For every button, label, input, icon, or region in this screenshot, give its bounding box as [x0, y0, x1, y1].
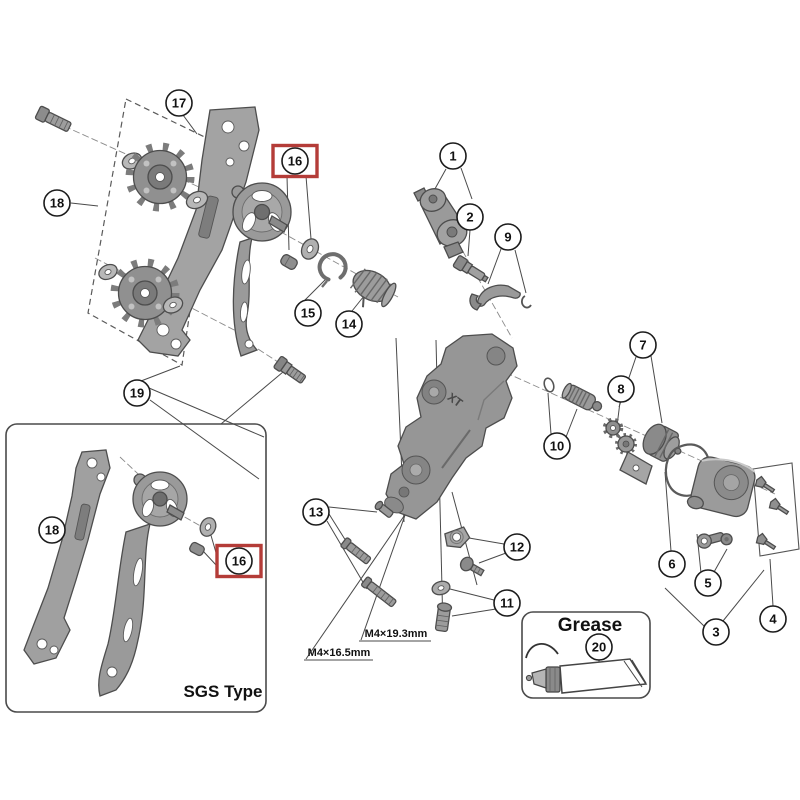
b-tension-lever — [469, 284, 532, 311]
cage-plate-bushing — [280, 254, 298, 270]
guide-plate-bolt — [459, 556, 485, 577]
stop-bolt — [452, 255, 489, 283]
adjust-washer — [431, 580, 451, 596]
screw-set-box — [752, 462, 800, 557]
ratchet-washer — [602, 417, 624, 439]
callout-circle-5 — [694, 569, 722, 597]
callout-number-14: 14 — [342, 317, 357, 332]
callout-circle-18 — [38, 516, 66, 544]
ratchet-pinion — [615, 433, 637, 455]
o-ring — [543, 377, 555, 393]
callout-circle-19 — [123, 379, 151, 407]
snap-ring — [317, 252, 348, 288]
callout-number-16: 16 — [232, 554, 246, 569]
callout-circle-6 — [658, 550, 686, 578]
spring-plunger — [561, 382, 603, 412]
sgs-type-inset-box — [5, 423, 267, 713]
callout-number-13: 13 — [309, 505, 323, 520]
sgs-plate-bushing — [189, 541, 205, 557]
grease-tube — [525, 643, 648, 694]
mount-bolt-mid — [340, 537, 372, 565]
case-gasket — [664, 443, 711, 497]
sgs-type-label: SGS Type — [183, 682, 262, 701]
derailleur-main-body: XT — [384, 333, 518, 520]
callout-number-9: 9 — [504, 230, 511, 245]
highlight-box-16 — [215, 543, 263, 579]
callout-circle-3 — [702, 618, 730, 646]
callout-number-5: 5 — [704, 576, 711, 591]
callout-circle-17 — [165, 89, 193, 117]
callout-circle-15 — [294, 299, 322, 327]
sgs-plate-washer — [199, 517, 217, 537]
callout-number-20: 20 — [592, 640, 606, 655]
callout-circle-20 — [585, 633, 613, 661]
tension-pulley — [110, 258, 180, 328]
callout-circle-10 — [543, 432, 571, 460]
cover-screw-2 — [768, 497, 790, 516]
motor-case-cover — [686, 456, 756, 518]
adjust-bolt — [434, 602, 453, 633]
callout-circle-11 — [493, 589, 521, 617]
sgs-outer-plate — [98, 471, 188, 697]
callout-circle-16 — [281, 147, 309, 175]
callout-circle-8 — [607, 375, 635, 403]
guide-pulley-washer-right — [185, 190, 209, 210]
callout-number-18: 18 — [45, 523, 59, 538]
callout-circle-14 — [335, 310, 363, 338]
callout-number-4: 4 — [769, 612, 777, 627]
guide-pulley — [125, 142, 195, 212]
callout-circle-12 — [503, 533, 531, 561]
callout-number-10: 10 — [550, 439, 564, 454]
tension-pulley-washer-right — [162, 296, 184, 314]
grease-box — [521, 611, 651, 699]
bolt-length-long-label: M4×19.3mm — [365, 628, 428, 640]
cage-tension-spring — [349, 268, 397, 308]
pulley-set-dashed-box — [87, 98, 216, 366]
bracket-axle-unit — [413, 187, 468, 259]
cable-guide-plate — [444, 526, 471, 549]
callout-number-2: 2 — [466, 210, 473, 225]
callout-number-15: 15 — [301, 306, 315, 321]
callout-circle-9 — [494, 223, 522, 251]
cage-plate-washer — [300, 238, 320, 260]
callout-number-19: 19 — [130, 386, 144, 401]
callout-circle-7 — [629, 331, 657, 359]
motor-unit — [642, 423, 682, 462]
sgs-inner-plate — [23, 449, 111, 665]
outer-cage-plate — [231, 182, 292, 357]
callout-number-8: 8 — [617, 382, 624, 397]
callout-number-7: 7 — [639, 338, 646, 353]
callout-number-18: 18 — [50, 196, 64, 211]
callout-number-17: 17 — [172, 96, 186, 111]
motor-bracket-plate — [619, 451, 653, 485]
callout-number-16: 16 — [288, 154, 302, 169]
callout-number-12: 12 — [510, 540, 524, 555]
mount-bolt-short — [374, 500, 394, 518]
callout-circle-18 — [43, 189, 71, 217]
callout-circle-16 — [225, 547, 253, 575]
cable-fixing-link — [696, 532, 733, 549]
callout-circle-1 — [439, 142, 467, 170]
callout-circle-13 — [302, 498, 330, 526]
cover-screw-1 — [754, 475, 776, 494]
callout-circle-4 — [759, 605, 787, 633]
callout-number-1: 1 — [449, 149, 456, 164]
cover-screw-3 — [755, 532, 777, 551]
grease-label: Grease — [558, 615, 622, 636]
bolt-length-short-label: M4×16.5mm — [308, 647, 371, 659]
cage-bolt — [34, 105, 72, 132]
callout-number-3: 3 — [712, 625, 719, 640]
tension-pulley-washer-left — [98, 263, 118, 281]
highlight-box-16 — [271, 143, 319, 179]
cage-pivot-bolt — [273, 355, 307, 384]
callout-number-6: 6 — [668, 557, 675, 572]
mount-bolt-long — [361, 576, 397, 608]
callout-number-11: 11 — [500, 596, 514, 611]
callout-circle-2 — [456, 203, 484, 231]
